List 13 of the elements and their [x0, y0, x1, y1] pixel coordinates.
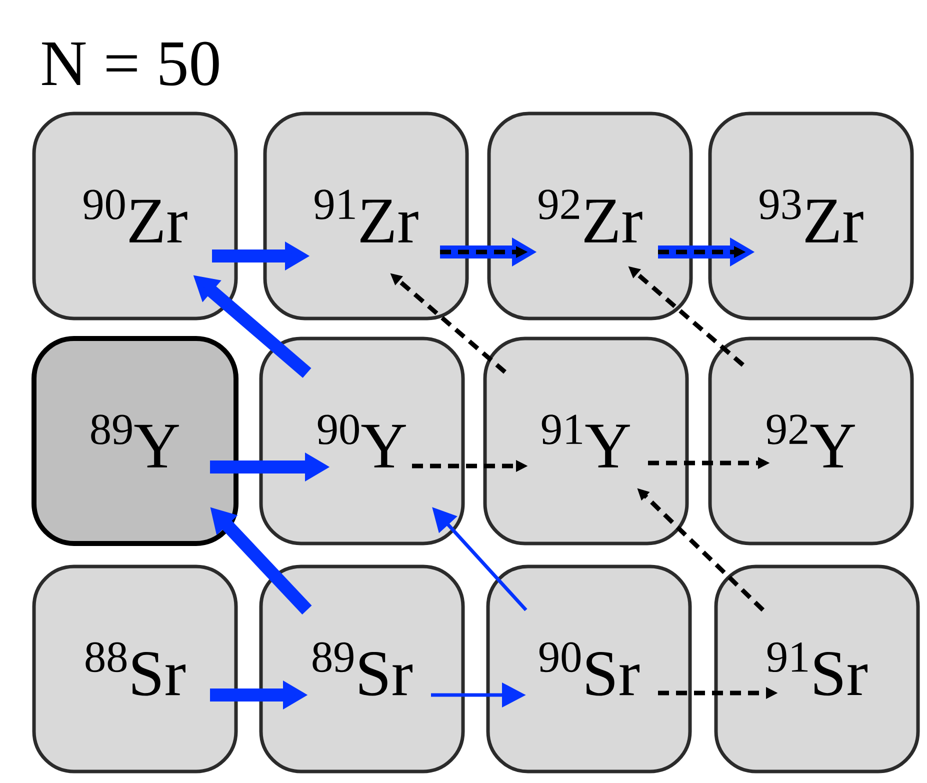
isotope-box: $^{91}$Sr — [714, 564, 920, 774]
isotope-box: $^{93}$Zr — [708, 112, 914, 320]
isotope-box: $^{91}$Y — [483, 336, 689, 546]
isotope-box: $^{91}$Zr — [263, 112, 469, 320]
isotope-box: $^{92}$Y — [708, 336, 914, 546]
isotope-box: $^{92}$Zr — [487, 112, 693, 320]
isotope-box: $^{90}$Sr — [486, 564, 692, 774]
isotope-box: $^{89}$Y — [32, 336, 238, 546]
title: N = 50 — [42, 42, 219, 86]
isotope-box: $^{88}$Sr — [32, 564, 238, 774]
isotope-box: $^{90}$Zr — [32, 112, 238, 320]
isotope-box: $^{89}$Sr — [259, 564, 465, 774]
isotope-box: $^{90}$Y — [259, 336, 465, 546]
